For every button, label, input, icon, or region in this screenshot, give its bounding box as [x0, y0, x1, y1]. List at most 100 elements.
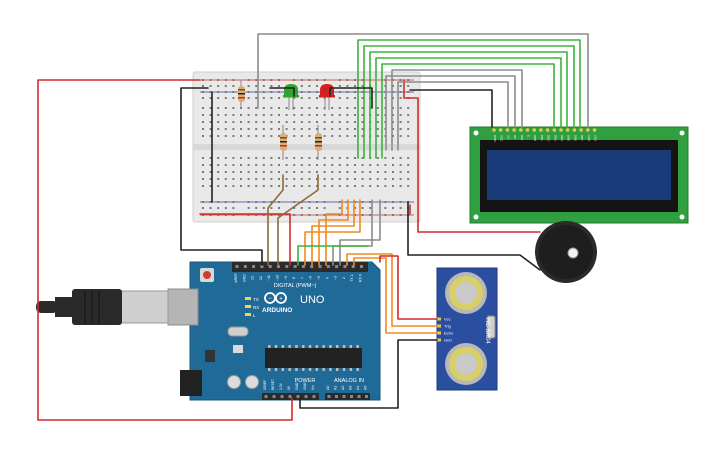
digital-pin-label: ~10	[276, 275, 280, 281]
analog-pin-label: A1	[334, 386, 338, 390]
digital-pin-label: ~6	[309, 276, 313, 280]
svg-text:+: +	[279, 297, 283, 303]
lcd-pin-label: E	[527, 135, 531, 137]
wire-23	[318, 199, 349, 266]
wire-13	[363, 45, 575, 159]
lcd-pin-label: RS	[513, 135, 517, 139]
power-header-label: POWER	[295, 378, 316, 384]
lcd-pin	[579, 128, 583, 132]
sensor-transducer-bottom	[445, 343, 487, 385]
wire-3	[403, 79, 541, 233]
sensor-model-label: HC-SR04	[484, 318, 490, 344]
tx-label: TX	[253, 297, 259, 302]
wire-27	[297, 245, 369, 266]
wire-24	[325, 199, 343, 266]
lcd-pin	[492, 128, 496, 132]
lcd-pin	[552, 128, 557, 132]
rx-label: RX	[253, 305, 259, 310]
sensor-pin-label: Echo	[444, 331, 454, 336]
analog-pin-label: A0	[326, 386, 330, 390]
wire-30	[379, 255, 438, 320]
lcd-pin	[572, 128, 577, 132]
l-label: L	[253, 313, 256, 318]
wire-11	[397, 81, 509, 151]
arduino-logo: − +	[264, 292, 287, 304]
digital-header-label: DIGITAL (PWM~)	[274, 283, 317, 289]
resistor-red-led	[315, 125, 322, 160]
wires	[37, 33, 589, 421]
lcd-pin	[592, 128, 597, 132]
lcd-pin	[512, 128, 516, 132]
lcd-pin-label: DB3	[553, 135, 557, 141]
analog-header	[325, 393, 370, 400]
lcd-pin	[525, 128, 530, 132]
crystal-oscillator	[227, 326, 249, 337]
arduino-brand: ARDUINO	[262, 307, 292, 314]
wire-18	[269, 87, 295, 97]
power-pin-label: RESET	[271, 379, 275, 390]
resistor-top-left	[238, 80, 245, 108]
piezo-buzzer	[535, 221, 597, 283]
digital-pin-label: 4	[325, 277, 329, 279]
lcd-screen	[487, 150, 671, 200]
breadboard-power-rail-top	[200, 79, 414, 93]
lcd-pin	[532, 128, 536, 132]
lcd-pin-label: VCC	[500, 135, 504, 142]
lcd-pin	[586, 128, 590, 132]
lcd-pin	[559, 128, 563, 132]
wire-29	[353, 257, 438, 334]
wire-10	[385, 75, 516, 151]
wire-9	[391, 69, 523, 151]
arduino-model: UNO	[300, 294, 325, 306]
capacitor-2	[245, 375, 259, 389]
lcd-pin-label: DB7	[580, 135, 584, 141]
power-pin-label: GND	[295, 382, 299, 390]
wire-6	[199, 213, 291, 266]
sensor-pin-label: Gnd	[444, 338, 452, 343]
sensor-pin-label: Vcc	[444, 317, 451, 322]
power-pin-label: GND	[303, 382, 307, 390]
digital-pin-label: ~3	[334, 276, 338, 280]
breadboard-holes	[202, 79, 410, 216]
digital-pin-label: 8	[292, 277, 296, 279]
lcd-pin	[545, 128, 550, 132]
lcd-pin-label: GND	[493, 135, 497, 143]
wire-14	[369, 51, 568, 159]
wire-28	[346, 253, 438, 327]
power-pin-label: IOREF	[263, 380, 267, 390]
analog-header-label: ANALOG IN	[334, 378, 364, 384]
digital-pin-label: 12	[259, 276, 263, 280]
digital-pin-label: 13	[251, 276, 255, 280]
wire-31	[299, 339, 438, 409]
wire-12	[357, 39, 581, 159]
wire-26	[339, 199, 381, 266]
wire-21	[304, 199, 361, 266]
lcd-pin-label: DB6	[573, 135, 577, 141]
digital-pin-label: ~11	[267, 275, 271, 281]
digital-pin-label: 2	[342, 277, 346, 279]
lcd-pin	[539, 128, 543, 132]
wire-19	[267, 174, 284, 266]
sensor-transducer-top	[445, 272, 487, 314]
digital-pin-label: RX 0	[359, 274, 363, 282]
wire-8	[257, 33, 589, 128]
power-jack	[180, 370, 202, 396]
lcd-pin-label: LED	[587, 135, 591, 142]
wire-15	[375, 57, 562, 159]
lcd-pin-label: DB0	[533, 135, 537, 141]
atmega-chip	[265, 348, 362, 368]
analog-pin-label: A3	[349, 386, 353, 390]
lcd-pin-label: LED	[594, 135, 598, 142]
svg-text:−: −	[268, 296, 272, 302]
capacitor-1	[227, 375, 241, 389]
wire-1	[180, 87, 263, 266]
lcd-pin-label: RW	[520, 135, 524, 140]
wire-4	[409, 89, 493, 128]
resistor-green-led	[280, 125, 287, 160]
